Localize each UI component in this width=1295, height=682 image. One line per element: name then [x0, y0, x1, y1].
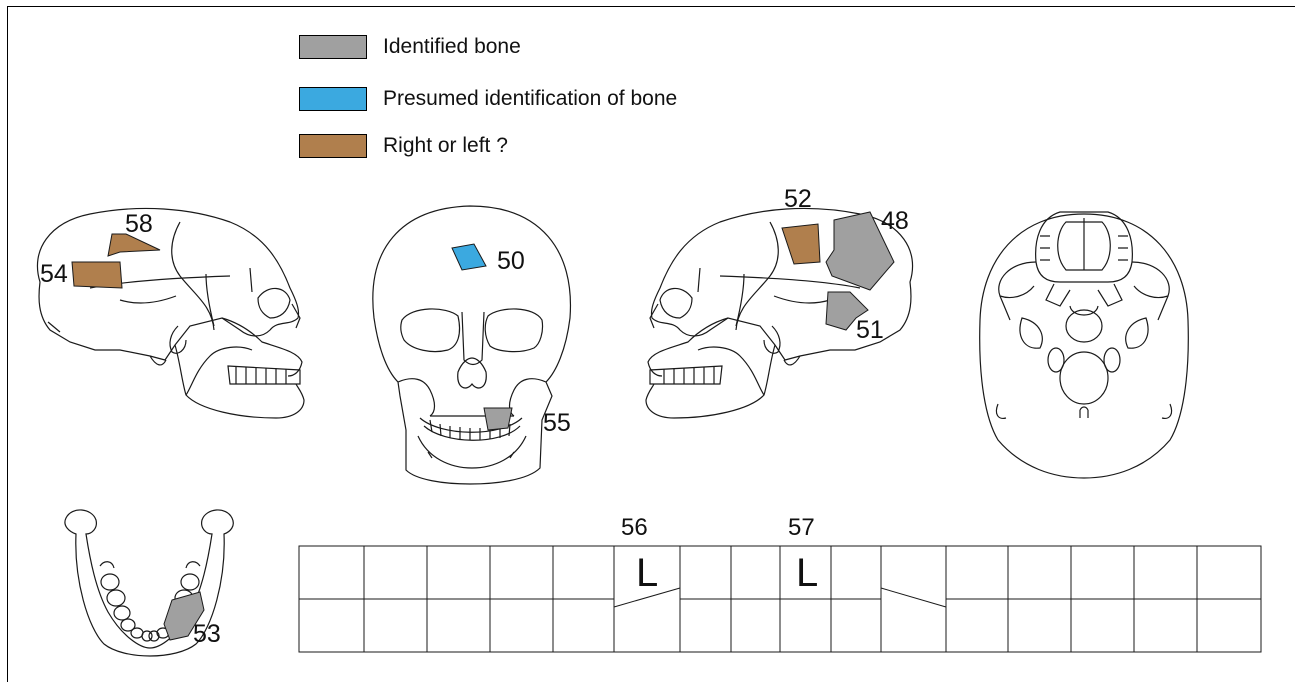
side-mark-56: L	[636, 553, 658, 593]
tooth-label-56: 56	[621, 516, 648, 540]
side-mark-57: L	[796, 553, 818, 593]
tooth-label-57: 57	[788, 516, 815, 540]
